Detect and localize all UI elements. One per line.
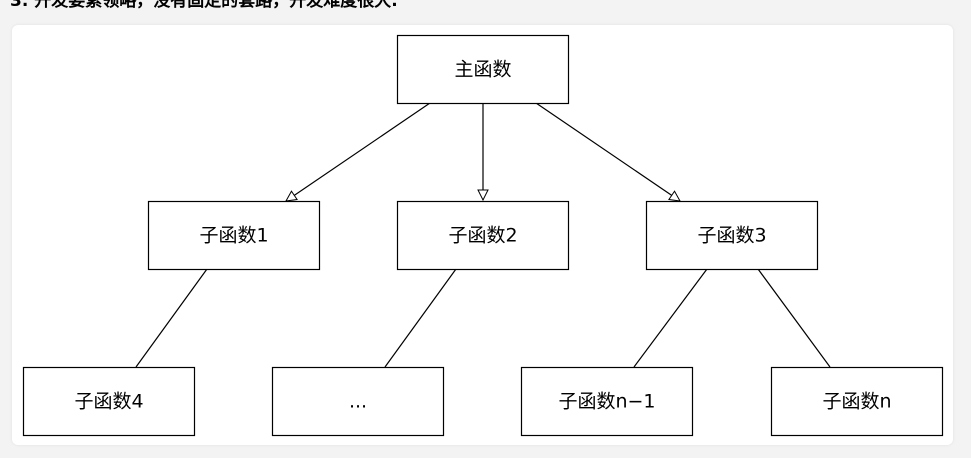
section-heading: 3. 开发要素领略，没有固定的套路，开发难度很大.: [10, 0, 398, 11]
node-sub1-label: 子函数1: [199, 225, 268, 247]
node-sub3-label: 子函数3: [697, 225, 766, 247]
node-main-label: 主函数: [454, 59, 511, 81]
node-sub2: 子函数2: [396, 200, 570, 271]
node-sub3: 子函数3: [645, 200, 819, 271]
node-sub2-label: 子函数2: [448, 225, 517, 247]
node-main: 主函数: [396, 34, 570, 105]
node-sub-n: 子函数n: [770, 366, 944, 437]
edge-sub1-sub4: [135, 268, 208, 368]
node-sub1: 子函数1: [147, 200, 321, 271]
node-sub-n-minus-1: 子函数n−1: [520, 366, 694, 437]
edge-main-sub3: [535, 102, 680, 201]
node-ellipsis-label: ...: [349, 391, 367, 413]
node-sub-n-label: 子函数n: [822, 391, 891, 413]
edge-sub2-ellipsis: [384, 268, 457, 368]
node-sub-n-minus-1-label: 子函数n−1: [558, 391, 655, 413]
edge-main-sub1: [286, 102, 431, 201]
node-ellipsis: ...: [271, 366, 445, 437]
edge-sub3-sub-n: [757, 268, 831, 368]
node-sub4: 子函数4: [22, 366, 196, 437]
edge-sub3-sub-n-minus-1: [633, 268, 708, 368]
node-sub4-label: 子函数4: [74, 391, 143, 413]
